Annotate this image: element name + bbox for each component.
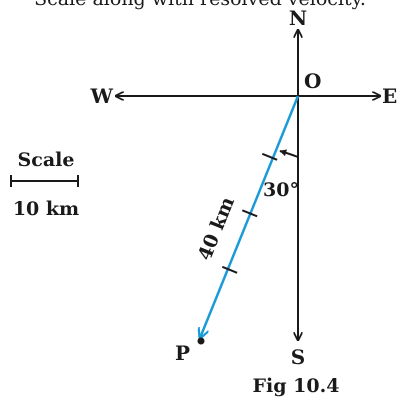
figure-caption: Fig 10.4: [253, 375, 340, 397]
header-text: Scale along with resolved velocity.: [34, 0, 366, 10]
angle-label: 30°: [263, 179, 299, 201]
west-label: W: [90, 84, 114, 108]
vector-tick-1: [261, 152, 278, 161]
north-label: N: [289, 6, 307, 30]
point-p-dot: [197, 337, 205, 345]
east-label: E: [382, 84, 397, 108]
vector-length-label: 40 km: [194, 194, 239, 264]
vector-tick-2: [241, 209, 258, 218]
origin-label: O: [304, 69, 321, 93]
point-p-label: P: [175, 341, 190, 365]
angle-arc: [279, 149, 299, 158]
scale-title: Scale: [18, 149, 75, 171]
vector-tick-3: [221, 265, 238, 274]
south-label: S: [291, 345, 305, 369]
displacement-vector: [200, 95, 300, 338]
scale-value: 10 km: [13, 198, 79, 220]
